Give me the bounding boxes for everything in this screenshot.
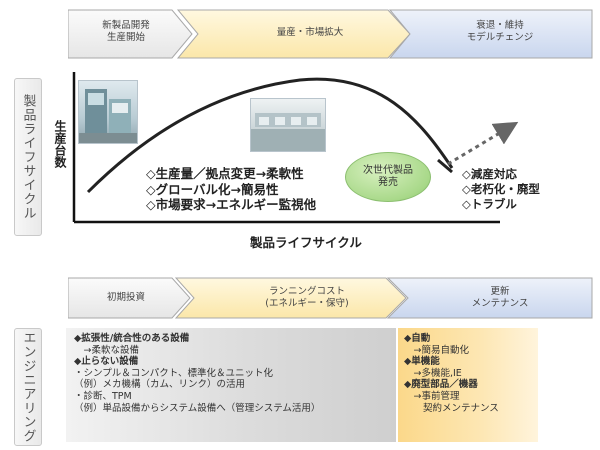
next-gen-line-1: 次世代製品 bbox=[363, 165, 413, 176]
y-axis-label: 生産台数 bbox=[53, 120, 67, 168]
lifecycle-middle-bullets: ◇生産量／拠点変更→柔軟性 ◇グローバル化→簡易性 ◇市場要求→エネルギー監視他 bbox=[146, 166, 316, 213]
engineering-side-label-text: エンジニアリング bbox=[20, 331, 36, 443]
engineering-phase-3-shape bbox=[386, 277, 593, 319]
lifecycle-phase-1-line-1: 新製品開発 bbox=[102, 20, 150, 31]
lifecycle-phase-bar bbox=[68, 9, 593, 59]
left-box-line-3: ◆止らない設備 bbox=[74, 356, 139, 368]
right-box-line-3: ◆単機能 bbox=[404, 356, 440, 368]
left-box-line-7: （例）単品設備からシステム設備へ（管理システム活用） bbox=[74, 402, 321, 414]
right-box-line-5: ◆廃型部品／機器 bbox=[404, 379, 478, 391]
left-box-line-6: ・診断、TPM bbox=[74, 390, 132, 402]
lifecycle-phase-2-text: 量産・市場拡大 bbox=[200, 27, 420, 39]
engineering-left-box-bg bbox=[66, 328, 396, 442]
engineering-left-box: ◆拡張性/統合性のある設備 →柔軟な設備 ◆止らない設備 ・シンプル＆コンパクト… bbox=[74, 333, 320, 414]
engineering-side-label: エンジニアリング bbox=[14, 328, 42, 446]
engineering-phase-3-text: 更新 メンテナンス bbox=[420, 286, 580, 310]
lifecycle-phase-2-line-1: 量産・市場拡大 bbox=[276, 27, 344, 38]
lifecycle-phase-1-shape bbox=[68, 9, 193, 59]
left-box-line-4: ・シンプル＆コンパクト、標準化＆ユニット化 bbox=[74, 367, 274, 379]
engineering-phase-2-text: ランニングコスト (エネルギー・保守) bbox=[200, 286, 414, 310]
middle-bullet-3: ◇市場要求→エネルギー監視他 bbox=[146, 197, 317, 212]
lifecycle-side-label: 製品ライフサイクル bbox=[14, 78, 42, 236]
lifecycle-phase-3-text: 衰退・維持 モデルチェンジ bbox=[420, 20, 580, 44]
right-bullet-1: ◇減産対応 bbox=[462, 167, 517, 181]
machine-photo-1 bbox=[78, 80, 138, 144]
lifecycle-chart-graphics bbox=[72, 72, 519, 224]
next-gen-line-2: 発売 bbox=[378, 177, 398, 188]
lifecycle-curve bbox=[86, 77, 454, 194]
lifecycle-phase-2-shape bbox=[176, 9, 411, 59]
right-box-line-6: →事前管理 bbox=[404, 390, 460, 402]
engineering-right-box-bg bbox=[398, 328, 538, 442]
middle-bullet-2: ◇グローバル化→簡易性 bbox=[146, 181, 279, 197]
left-box-line-1: ◆拡張性/統合性のある設備 bbox=[74, 333, 190, 344]
engineering-phase-1-line-1: 初期投資 bbox=[106, 292, 145, 303]
right-bullet-2: ◇老朽化・廃型 bbox=[462, 182, 540, 196]
lifecycle-phase-3-line-1: 衰退・維持 bbox=[476, 20, 524, 31]
lifecycle-phase-3-shape bbox=[388, 9, 593, 59]
lifecycle-side-label-text: 製品ライフサイクル bbox=[20, 94, 36, 220]
engineering-phase-3-line-2: メンテナンス bbox=[471, 298, 529, 309]
lifecycle-phase-1-text: 新製品開発 生産開始 bbox=[72, 20, 180, 44]
engineering-phase-2-line-1: ランニングコスト bbox=[268, 286, 345, 297]
right-box-line-2: →簡易自動化 bbox=[404, 344, 469, 356]
engineering-phase-1-shape bbox=[68, 277, 191, 319]
right-box-line-7: 契約メンテナンス bbox=[404, 402, 499, 414]
right-box-line-1: ◆自動 bbox=[404, 333, 431, 344]
lifecycle-right-bullets: ◇減産対応 ◇老朽化・廃型 ◇トラブル bbox=[462, 167, 540, 212]
right-box-line-4: →多機能,IE bbox=[404, 367, 462, 379]
left-box-line-2: →柔軟な設備 bbox=[74, 344, 139, 356]
lifecycle-phase-1-line-2: 生産開始 bbox=[106, 32, 145, 43]
engineering-phase-bar bbox=[68, 277, 593, 319]
next-gen-arrow-head bbox=[437, 158, 453, 174]
engineering-phase-2-shape bbox=[174, 277, 407, 319]
machine-photo-2 bbox=[250, 98, 326, 152]
future-trend-arrow bbox=[447, 121, 519, 166]
engineering-phase-3-line-1: 更新 bbox=[490, 286, 510, 297]
engineering-phase-1-text: 初期投資 bbox=[72, 292, 180, 304]
left-box-line-5: （例）メカ機構（カム、リンク）の活用 bbox=[74, 379, 246, 391]
middle-bullet-1: ◇生産量／拠点変更→柔軟性 bbox=[146, 166, 304, 181]
engineering-right-box: ◆自動 →簡易自動化 ◆単機能 →多機能,IE ◆廃型部品／機器 →事前管理 契… bbox=[404, 333, 499, 414]
next-gen-release-ellipse: 次世代製品 発売 bbox=[345, 152, 431, 202]
x-axis-label: 製品ライフサイクル bbox=[250, 235, 362, 250]
right-bullet-3: ◇トラブル bbox=[462, 197, 517, 211]
lifecycle-phase-3-line-2: モデルチェンジ bbox=[466, 32, 534, 43]
engineering-phase-2-line-2: (エネルギー・保守) bbox=[265, 298, 349, 309]
